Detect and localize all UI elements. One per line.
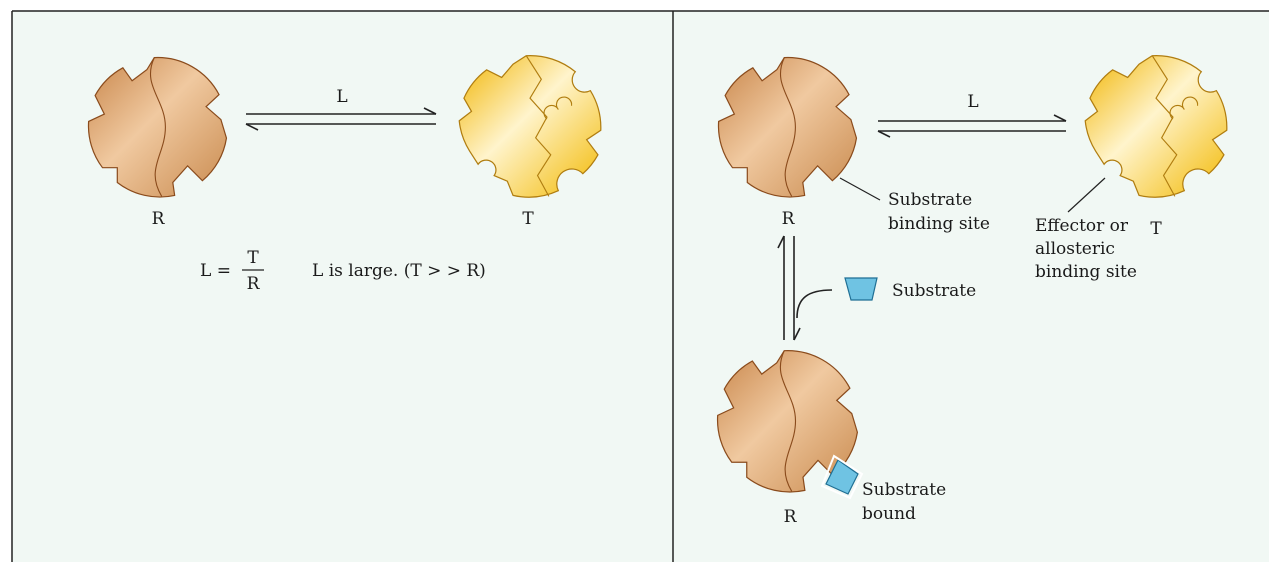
substrate-bound-line1: Substrate xyxy=(862,480,946,500)
substrate-binding-site-line1: Substrate xyxy=(888,190,972,210)
r-bound-label: R xyxy=(784,507,798,527)
equation-denominator: R xyxy=(247,274,261,294)
substrate-binding-site-line2: binding site xyxy=(888,214,990,234)
vertical-equilibrium-arrows xyxy=(777,235,833,341)
bound-substrate-outline xyxy=(820,454,864,500)
bound-substrate-icon xyxy=(825,459,859,495)
equation-note: L is large. (T > > R) xyxy=(312,261,486,281)
equation-numerator: T xyxy=(247,248,259,268)
substrate-bound-label: Substrate bound xyxy=(862,480,952,524)
equilibrium-arrows xyxy=(245,107,437,131)
equilibrium-constant-label-right: L xyxy=(967,92,978,112)
r-state-label-right: R xyxy=(782,209,796,229)
substrate-binding-site-label: Substrate binding site xyxy=(888,190,990,234)
equilibrium-arrows-right xyxy=(877,114,1067,138)
t-state-label-right: T xyxy=(1150,219,1162,239)
substrate-site-leader xyxy=(839,177,881,201)
effector-site-leader xyxy=(1067,177,1106,213)
effector-site-line1: Effector or xyxy=(1035,216,1129,236)
equilibrium-constant-label: L xyxy=(336,87,347,107)
substrate-icon xyxy=(844,277,878,301)
effector-site-line2: allosteric xyxy=(1035,239,1115,259)
r-state-label: R xyxy=(152,209,166,229)
effector-site-line3: binding site xyxy=(1035,262,1137,282)
substrate-label: Substrate xyxy=(892,281,976,301)
t-state-label: T xyxy=(522,209,534,229)
substrate-bound-line2: bound xyxy=(862,504,916,524)
equation-lhs: L = xyxy=(200,261,231,281)
equation: L = T R L is large. (T > > R) xyxy=(200,248,486,294)
effector-site-label: Effector or allosteric binding site xyxy=(1035,216,1137,282)
